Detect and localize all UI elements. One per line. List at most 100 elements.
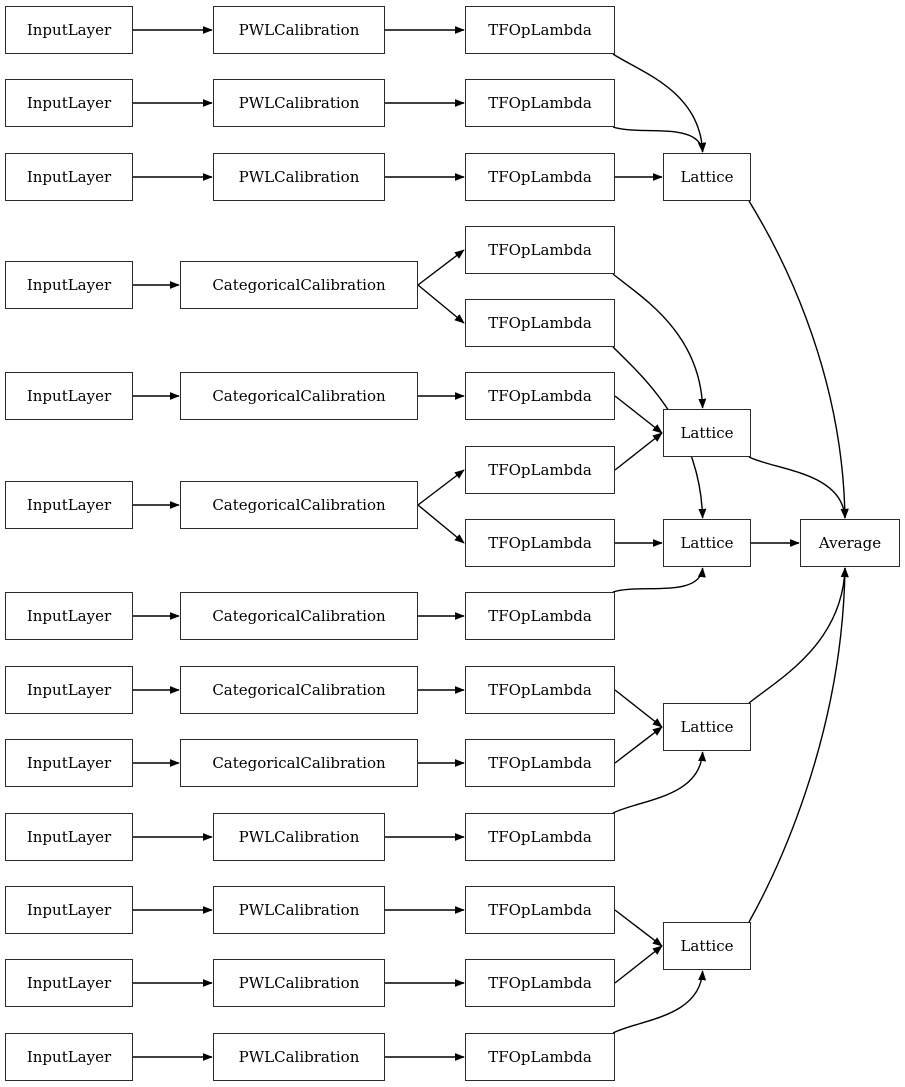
graph-node-inputlayer[interactable]: InputLayer xyxy=(5,959,133,1007)
graph-node-inputlayer[interactable]: InputLayer xyxy=(5,666,133,714)
graph-node-label: CategoricalCalibration xyxy=(212,606,386,625)
graph-node-inputlayer[interactable]: InputLayer xyxy=(5,153,133,201)
graph-node-label: TFOpLambda xyxy=(488,606,592,625)
graph-node-lattice[interactable]: Lattice xyxy=(663,703,751,751)
graph-node-label: PWLCalibration xyxy=(238,93,360,112)
graph-node-label: TFOpLambda xyxy=(488,460,592,479)
graph-node-inputlayer[interactable]: InputLayer xyxy=(5,372,133,420)
graph-edge xyxy=(748,567,849,923)
graph-edge xyxy=(614,432,663,471)
graph-node-label: InputLayer xyxy=(26,973,112,992)
graph-node-label: Lattice xyxy=(680,167,734,186)
graph-edge xyxy=(614,395,663,434)
graph-edge xyxy=(417,504,465,544)
graph-node-label: PWLCalibration xyxy=(238,827,360,846)
graph-node-label: TFOpLambda xyxy=(488,680,592,699)
graph-node-tfoplambda[interactable]: TFOpLambda xyxy=(465,959,615,1007)
graph-node-categoricalcalibration[interactable]: CategoricalCalibration xyxy=(180,372,418,420)
graph-node-inputlayer[interactable]: InputLayer xyxy=(5,6,133,54)
graph-node-label: TFOpLambda xyxy=(488,533,592,552)
graph-node-tfoplambda[interactable]: TFOpLambda xyxy=(465,226,615,274)
graph-node-inputlayer[interactable]: InputLayer xyxy=(5,261,133,309)
graph-node-label: InputLayer xyxy=(26,20,112,39)
graph-node-label: InputLayer xyxy=(26,275,112,294)
graph-node-categoricalcalibration[interactable]: CategoricalCalibration xyxy=(180,592,418,640)
graph-node-label: Lattice xyxy=(680,717,734,736)
graph-node-label: TFOpLambda xyxy=(488,240,592,259)
graph-node-label: InputLayer xyxy=(26,1047,112,1066)
graph-node-label: TFOpLambda xyxy=(488,827,592,846)
graph-node-tfoplambda[interactable]: TFOpLambda xyxy=(465,519,615,567)
graph-node-label: TFOpLambda xyxy=(488,900,592,919)
graph-node-inputlayer[interactable]: InputLayer xyxy=(5,1033,133,1081)
graph-node-label: InputLayer xyxy=(26,900,112,919)
graph-node-label: CategoricalCalibration xyxy=(212,275,386,294)
graph-node-label: TFOpLambda xyxy=(488,93,592,112)
graph-node-categoricalcalibration[interactable]: CategoricalCalibration xyxy=(180,666,418,714)
graph-node-lattice[interactable]: Lattice xyxy=(663,153,751,201)
graph-node-categoricalcalibration[interactable]: CategoricalCalibration xyxy=(180,261,418,309)
graph-node-label: Average xyxy=(818,533,882,552)
graph-node-tfoplambda[interactable]: TFOpLambda xyxy=(465,79,615,127)
graph-node-tfoplambda[interactable]: TFOpLambda xyxy=(465,6,615,54)
graph-node-tfoplambda[interactable]: TFOpLambda xyxy=(465,446,615,494)
graph-edge xyxy=(748,567,849,704)
graph-node-label: PWLCalibration xyxy=(238,20,360,39)
graph-node-label: InputLayer xyxy=(26,680,112,699)
graph-edge xyxy=(612,970,707,1034)
graph-node-inputlayer[interactable]: InputLayer xyxy=(5,592,133,640)
graph-edge xyxy=(417,469,465,506)
graph-node-tfoplambda[interactable]: TFOpLambda xyxy=(465,153,615,201)
graph-node-inputlayer[interactable]: InputLayer xyxy=(5,481,133,529)
graph-node-pwlcalibration[interactable]: PWLCalibration xyxy=(213,153,385,201)
graph-node-inputlayer[interactable]: InputLayer xyxy=(5,79,133,127)
graph-node-inputlayer[interactable]: InputLayer xyxy=(5,886,133,934)
graph-node-label: InputLayer xyxy=(26,167,112,186)
graph-node-label: TFOpLambda xyxy=(488,386,592,405)
graph-node-label: InputLayer xyxy=(26,827,112,846)
graph-node-tfoplambda[interactable]: TFOpLambda xyxy=(465,666,615,714)
graph-node-tfoplambda[interactable]: TFOpLambda xyxy=(465,813,615,861)
graph-node-pwlcalibration[interactable]: PWLCalibration xyxy=(213,6,385,54)
graph-node-label: TFOpLambda xyxy=(488,753,592,772)
graph-edge xyxy=(614,945,663,984)
graph-node-average[interactable]: Average xyxy=(800,519,900,567)
graph-edge xyxy=(748,456,849,519)
graph-node-tfoplambda[interactable]: TFOpLambda xyxy=(465,739,615,787)
graph-node-label: Lattice xyxy=(680,533,734,552)
graph-edge xyxy=(612,126,706,153)
graph-edge xyxy=(614,726,663,764)
graph-node-inputlayer[interactable]: InputLayer xyxy=(5,813,133,861)
graph-node-tfoplambda[interactable]: TFOpLambda xyxy=(465,372,615,420)
graph-node-inputlayer[interactable]: InputLayer xyxy=(5,739,133,787)
graph-node-label: Lattice xyxy=(680,936,734,955)
graph-node-pwlcalibration[interactable]: PWLCalibration xyxy=(213,1033,385,1081)
graph-edge xyxy=(748,200,849,519)
graph-node-tfoplambda[interactable]: TFOpLambda xyxy=(465,299,615,347)
graph-node-label: TFOpLambda xyxy=(488,167,592,186)
graph-node-lattice[interactable]: Lattice xyxy=(663,922,751,970)
graph-edge xyxy=(417,249,465,286)
graph-edge xyxy=(614,909,663,947)
graph-node-pwlcalibration[interactable]: PWLCalibration xyxy=(213,79,385,127)
graph-node-pwlcalibration[interactable]: PWLCalibration xyxy=(213,959,385,1007)
graph-node-pwlcalibration[interactable]: PWLCalibration xyxy=(213,886,385,934)
graph-node-tfoplambda[interactable]: TFOpLambda xyxy=(465,1033,615,1081)
graph-node-label: InputLayer xyxy=(26,753,112,772)
graph-node-label: InputLayer xyxy=(26,495,112,514)
graph-node-label: CategoricalCalibration xyxy=(212,680,386,699)
graph-node-label: InputLayer xyxy=(26,386,112,405)
graph-node-label: CategoricalCalibration xyxy=(212,753,386,772)
graph-edge xyxy=(614,689,663,728)
graph-node-pwlcalibration[interactable]: PWLCalibration xyxy=(213,813,385,861)
graph-node-tfoplambda[interactable]: TFOpLambda xyxy=(465,886,615,934)
graph-node-lattice[interactable]: Lattice xyxy=(663,519,751,567)
graph-node-categoricalcalibration[interactable]: CategoricalCalibration xyxy=(180,481,418,529)
graph-node-label: TFOpLambda xyxy=(488,20,592,39)
graph-node-categoricalcalibration[interactable]: CategoricalCalibration xyxy=(180,739,418,787)
graph-node-label: PWLCalibration xyxy=(238,973,360,992)
graph-node-tfoplambda[interactable]: TFOpLambda xyxy=(465,592,615,640)
graph-node-label: PWLCalibration xyxy=(238,900,360,919)
graph-node-lattice[interactable]: Lattice xyxy=(663,409,751,457)
